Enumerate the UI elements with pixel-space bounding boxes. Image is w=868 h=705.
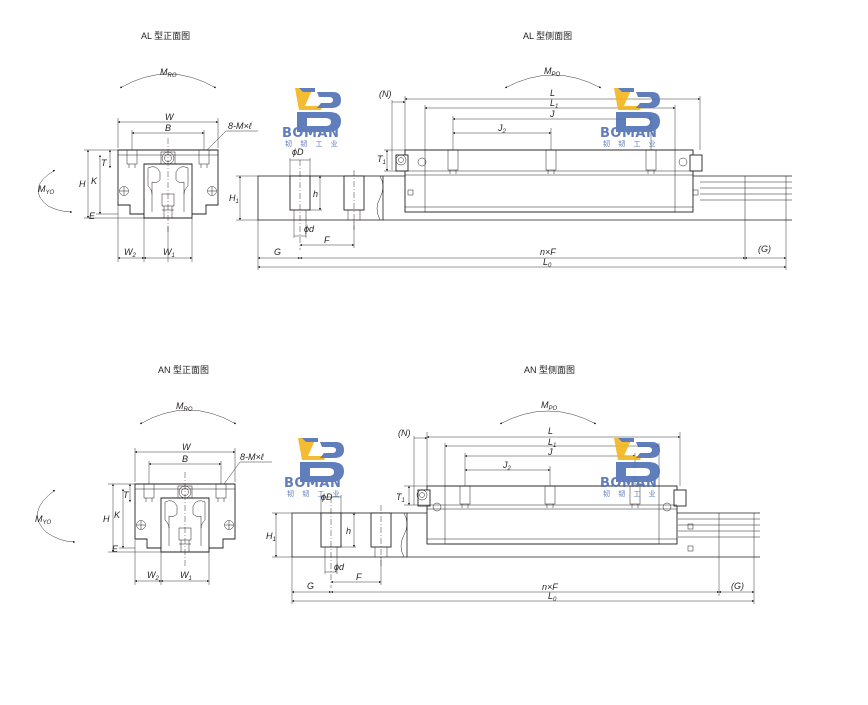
svg-text:E: E [112,544,119,554]
svg-text:8-M×ℓ: 8-M×ℓ [228,121,252,131]
svg-text:(N): (N) [379,89,392,99]
svg-text:L0: L0 [543,257,552,269]
svg-text:(G): (G) [758,244,771,254]
svg-text:ϕd: ϕd [334,562,345,572]
svg-text:G: G [307,581,314,591]
an-side-title: AN 型侧面图 [524,364,575,375]
svg-text:J2: J2 [497,123,507,135]
svg-text:L1: L1 [550,98,558,110]
svg-text:T: T [101,158,108,168]
svg-text:B: B [182,454,188,464]
svg-text:韧 韧 工 业: 韧 韧 工 业 [603,489,659,498]
svg-text:L1: L1 [548,437,556,449]
svg-text:MRO: MRO [176,401,193,413]
svg-text:K: K [114,510,121,520]
watermark-2: BOMAN 韧 韧 工 业 [600,88,660,148]
svg-text:W1: W1 [180,570,192,582]
svg-text:J: J [547,447,553,457]
svg-text:(G): (G) [731,581,744,591]
svg-text:ϕd: ϕd [304,224,315,234]
an-front-title: AN 型正面图 [158,365,209,375]
svg-text:(N): (N) [398,428,411,438]
svg-text:T1: T1 [377,154,386,166]
svg-text:韧 韧 工 业: 韧 韧 工 业 [287,489,343,498]
al-side-view: MPO [229,66,792,270]
svg-text:n×F: n×F [540,247,556,257]
svg-text:MPO: MPO [544,66,561,78]
svg-text:h: h [346,526,351,536]
svg-text:E: E [89,211,96,221]
svg-text:J2: J2 [502,460,512,472]
watermark-1: BOMAN 韧 韧 工 业 [282,88,341,148]
svg-text:H: H [103,514,110,524]
svg-text:MYO: MYO [35,514,52,526]
svg-text:K: K [91,176,98,186]
svg-text:BOMAN: BOMAN [600,476,657,491]
svg-text:J: J [549,109,555,119]
svg-text:W: W [182,442,192,452]
svg-text:B: B [165,123,171,133]
svg-text:H1: H1 [229,193,239,205]
svg-text:L: L [550,88,555,98]
svg-text:T1: T1 [396,492,405,504]
svg-text:8-M×ℓ: 8-M×ℓ [240,452,264,462]
svg-text:BOMAN: BOMAN [284,476,341,491]
svg-text:F: F [356,572,362,582]
svg-text:F: F [324,235,330,245]
svg-text:BOMAN: BOMAN [600,126,657,141]
svg-text:韧 韧 工 业: 韧 韧 工 业 [603,139,659,148]
svg-text:韧 韧 工 业: 韧 韧 工 业 [285,139,341,148]
svg-text:W: W [165,112,175,122]
al-side-title: AL 型侧面图 [523,30,572,41]
svg-text:W2: W2 [147,570,160,582]
svg-text:L0: L0 [548,591,557,603]
svg-text:H: H [79,179,86,189]
svg-text:n×F: n×F [542,582,558,592]
svg-text:MYO: MYO [38,184,55,196]
svg-text:G: G [274,247,281,257]
svg-text:W2: W2 [124,247,137,259]
svg-text:H1: H1 [266,531,276,543]
an-front-view: MRO MYO W B 8-M×ℓ H K T E W2 W1 [35,401,272,585]
svg-text:h: h [313,189,318,199]
an-side-view: MPO [266,400,760,604]
svg-text:ϕD: ϕD [292,147,304,157]
svg-text:BOMAN: BOMAN [282,126,339,141]
al-front-title: AL 型正面图 [141,31,190,41]
svg-text:MRO: MRO [160,67,177,79]
svg-text:MPO: MPO [541,400,558,412]
svg-text:W1: W1 [163,247,175,259]
watermark-3: BOMAN 韧 韧 工 业 [284,438,344,498]
watermark-4: BOMAN 韧 韧 工 业 [600,438,660,498]
al-front-view: MRO MYO W B 8-M×ℓ H K T E [37,67,258,262]
svg-text:L: L [548,426,553,436]
svg-text:ϕD: ϕD [321,492,333,502]
svg-text:T: T [123,490,130,500]
